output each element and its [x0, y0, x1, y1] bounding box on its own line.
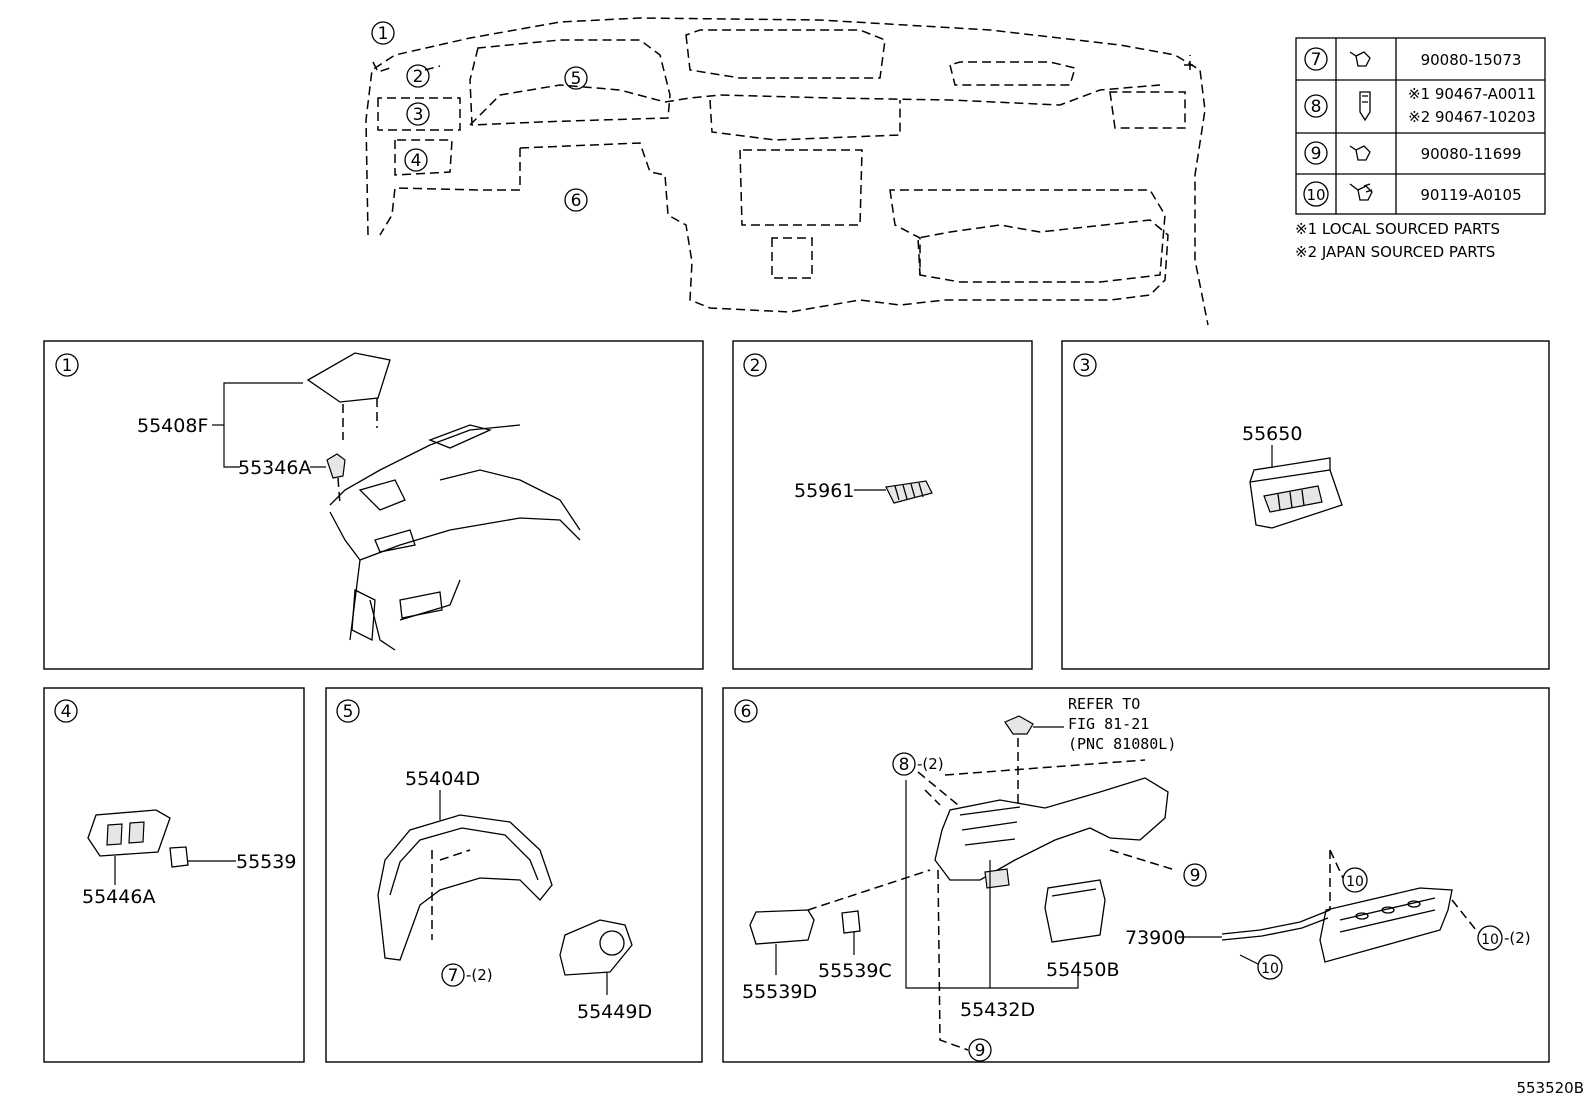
table-part-7: 90080-15073	[1421, 51, 1522, 69]
panel-5-marker: 5	[343, 702, 354, 722]
panel-5: 5 55404D 55449D 7 -(2)	[325, 687, 703, 1063]
table-part-10: 90119-A0105	[1420, 186, 1521, 204]
label-55539: 55539	[236, 851, 296, 873]
clip	[326, 453, 346, 479]
label-55449D: 55449D	[577, 1001, 652, 1023]
lower-panel	[934, 777, 1169, 881]
label-73900: 73900	[1125, 927, 1185, 949]
label-55650: 55650	[1242, 423, 1302, 445]
table-part-8-japan: ※2 90467-10203	[1408, 108, 1536, 126]
label-55346A: 55346A	[238, 457, 311, 479]
part-55539D	[749, 909, 815, 945]
marker-5: 5	[571, 69, 582, 89]
label-55446A: 55446A	[82, 886, 155, 908]
part-55539C	[841, 910, 861, 934]
note-local: ※1 LOCAL SOURCED PARTS	[1295, 220, 1500, 238]
label-55539D: 55539D	[742, 981, 817, 1003]
part-55450B	[1044, 879, 1106, 943]
label-55404D: 55404D	[405, 768, 480, 790]
marker-1: 1	[378, 24, 389, 44]
figure-id: 553520B	[1516, 1079, 1584, 1097]
callout-9-upper: 9	[1190, 866, 1201, 886]
vent-part	[885, 480, 933, 504]
panel-4: 4 55539 55446A	[43, 687, 305, 1063]
bolt-icon	[1349, 145, 1371, 161]
switch-cap	[169, 846, 189, 868]
panel-1-marker: 1	[62, 356, 73, 376]
callout-10-right: 10	[1481, 932, 1499, 948]
panel-3: 3 55650	[1061, 340, 1550, 670]
table-ref-8: 8	[1311, 97, 1322, 117]
refer-to-line-2: FIG 81-21	[1068, 715, 1149, 733]
bolt-icon	[1349, 183, 1373, 201]
label-55408F: 55408F	[137, 415, 208, 437]
table-ref-10: 10	[1306, 186, 1325, 204]
marker-2: 2	[413, 67, 424, 87]
label-55450B: 55450B	[1046, 959, 1119, 981]
note-japan: ※2 JAPAN SOURCED PARTS	[1295, 243, 1495, 261]
callout-8-qty: -(2)	[917, 755, 944, 773]
table-ref-9: 9	[1311, 144, 1322, 164]
label-55539C: 55539C	[818, 960, 892, 982]
marker-6: 6	[571, 191, 582, 211]
panel-6-marker: 6	[741, 702, 752, 722]
table-part-9: 90080-11699	[1421, 145, 1522, 163]
callout-10-bottom: 10	[1261, 961, 1279, 977]
label-55961: 55961	[794, 480, 854, 502]
switch-housing	[559, 919, 633, 976]
overview-markers: 1 2 3 4 5 6	[371, 21, 588, 212]
callout-10-top: 10	[1346, 874, 1364, 890]
part-73900	[1319, 887, 1453, 963]
panel-2-marker: 2	[750, 356, 761, 376]
panel-3-marker: 3	[1080, 356, 1091, 376]
dashboard-overview	[365, 17, 1209, 326]
callout-8: 8	[899, 755, 910, 775]
bolt-icon	[1349, 51, 1371, 67]
marker-4: 4	[411, 151, 422, 171]
panel-1: 1 55408F 55346A	[43, 340, 704, 670]
callout-10-right-qty: -(2)	[1504, 929, 1531, 947]
callout-7-qty: -(2)	[466, 966, 493, 984]
marker-3: 3	[413, 105, 424, 125]
refer-to-line-3: (PNC 81080L)	[1068, 735, 1176, 753]
connector-part	[1004, 715, 1034, 735]
table-ref-7: 7	[1311, 50, 1322, 70]
label-55432D: 55432D	[960, 999, 1035, 1021]
refer-to-line-1: REFER TO	[1068, 695, 1140, 713]
clip-icon	[1359, 91, 1371, 122]
callout-7: 7	[448, 966, 459, 986]
panel-6: 6 REFER TO FIG 81-21 (PNC 81080L) 55539D…	[722, 687, 1550, 1063]
table-part-8-local: ※1 90467-A0011	[1408, 85, 1536, 103]
panel-2: 2 55961	[732, 340, 1033, 670]
panel-4-marker: 4	[61, 702, 72, 722]
fastener-table: 7 8 9 10 90080-15073 ※1 90467-A0011 ※2 9…	[1295, 37, 1546, 261]
cluster-bezel	[377, 814, 553, 961]
callout-9-lower: 9	[975, 1041, 986, 1061]
cover-plate	[306, 352, 391, 403]
